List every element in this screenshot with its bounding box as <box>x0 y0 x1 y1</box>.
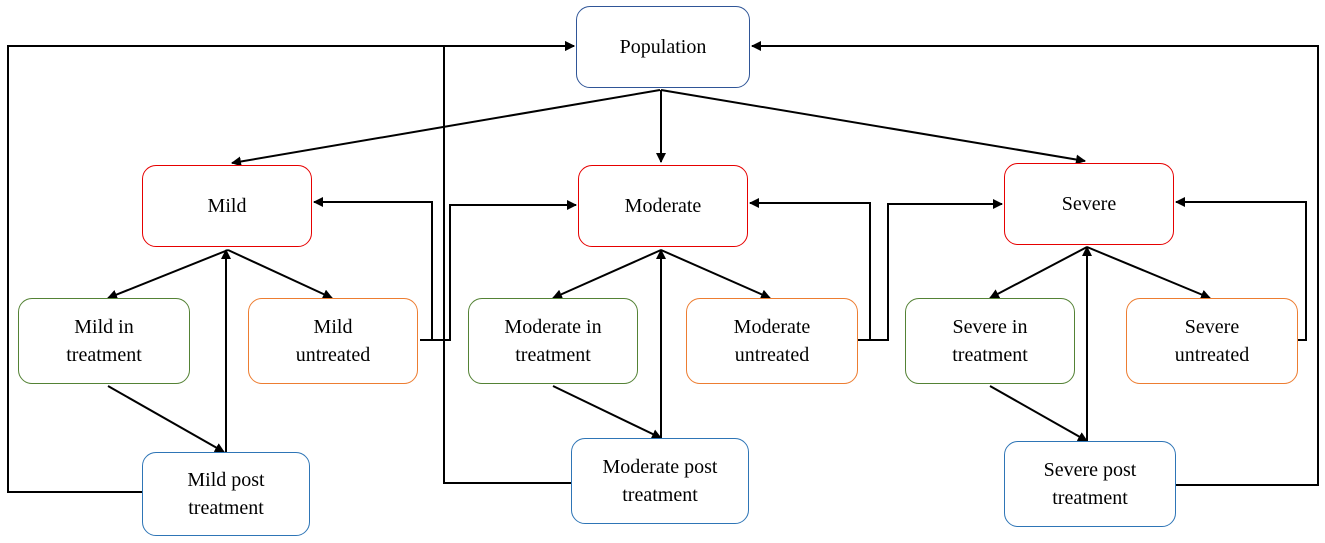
arrow-moderate-in-treatment-to-moderate-post-treatment <box>552 385 662 439</box>
moderate-untreated-node: Moderate untreated <box>686 298 858 384</box>
severe-post-treatment-node: Severe post treatment <box>1004 441 1176 527</box>
arrow-mild-in-treatment-to-mild-post-treatment <box>107 385 225 453</box>
arrow-moderate-to-moderate-untreated <box>660 249 771 299</box>
arrow-severe-to-severe-untreated <box>1086 246 1211 300</box>
mild-post-treatment-label: Mild post treatment <box>187 469 265 519</box>
mild-post-treatment-node: Mild post treatment <box>142 452 310 536</box>
arrow-severe-to-severe-in-treatment <box>989 246 1088 299</box>
moderate-post-treatment-label: Moderate post treatment <box>602 456 718 506</box>
arrow-severe-in-treatment-to-severe-post-treatment <box>989 385 1088 442</box>
arrow-population-to-severe <box>660 89 1086 165</box>
mild-untreated-node: Mild untreated <box>248 298 418 384</box>
severe-label: Severe <box>1061 193 1117 215</box>
arrow-mild-untreated-to-moderate <box>420 200 577 341</box>
population-label: Population <box>619 36 707 58</box>
moderate-in-treatment-label: Moderate in treatment <box>504 316 602 366</box>
severe-node: Severe <box>1004 163 1174 245</box>
severe-in-treatment-node: Severe in treatment <box>905 298 1075 384</box>
mild-in-treatment-label: Mild in treatment <box>66 316 142 366</box>
moderate-untreated-label: Moderate untreated <box>733 316 811 366</box>
arrow-moderate-to-moderate-in-treatment <box>552 249 662 299</box>
moderate-post-treatment-node: Moderate post treatment <box>571 438 749 524</box>
arrow-severe-untreated-to-severe <box>1175 197 1307 341</box>
arrow-moderate-post-treatment-to-population <box>443 41 575 484</box>
arrow-population-to-mild <box>231 89 661 167</box>
severe-untreated-node: Severe untreated <box>1126 298 1298 384</box>
mild-in-treatment-node: Mild in treatment <box>18 298 190 384</box>
arrow-moderate-untreated-to-severe <box>858 199 1003 341</box>
severe-post-treatment-label: Severe post treatment <box>1043 459 1137 509</box>
mild-untreated-label: Mild untreated <box>295 316 371 366</box>
moderate-label: Moderate <box>624 195 702 217</box>
mild-label: Mild <box>207 195 247 217</box>
arrow-mild-post-treatment-to-population <box>7 41 575 493</box>
mild-node: Mild <box>142 165 312 247</box>
arrow-severe-post-treatment-to-population <box>751 41 1319 486</box>
arrow-mild-to-mild-untreated <box>227 249 333 299</box>
moderate-in-treatment-node: Moderate in treatment <box>468 298 638 384</box>
severe-in-treatment-label: Severe in treatment <box>952 316 1028 366</box>
moderate-node: Moderate <box>578 165 748 247</box>
arrow-mild-to-mild-in-treatment <box>107 249 229 300</box>
population-node: Population <box>576 6 750 88</box>
severe-untreated-label: Severe untreated <box>1174 316 1250 366</box>
